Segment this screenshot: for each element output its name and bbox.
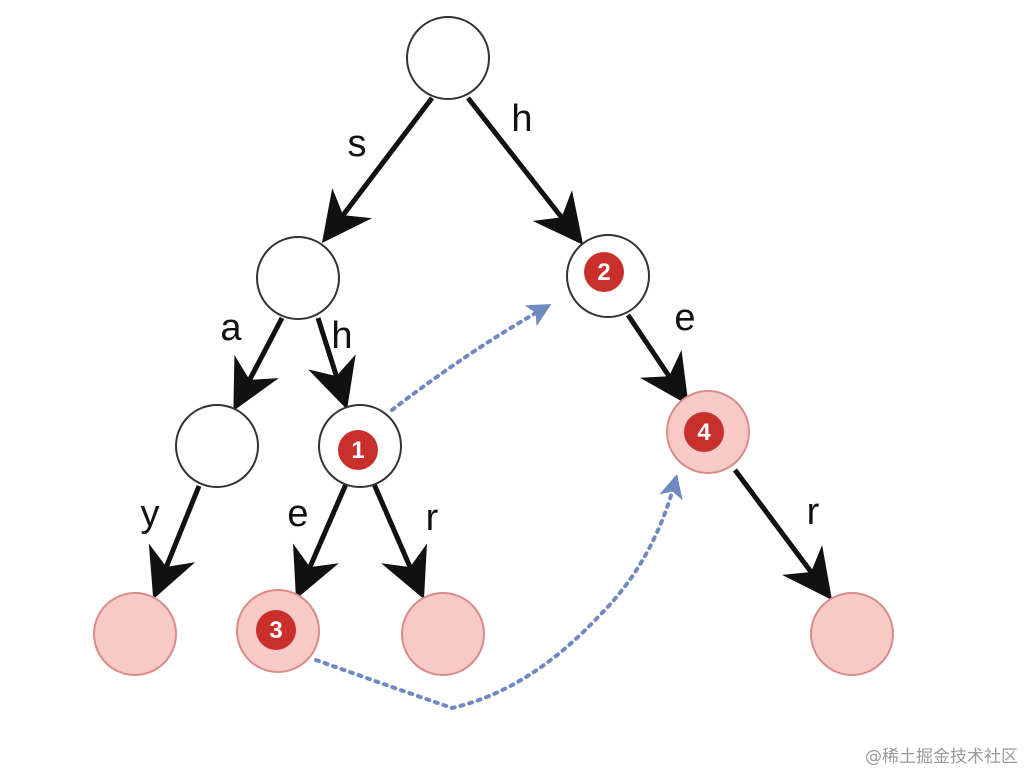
node-s bbox=[256, 236, 340, 320]
edge-label-root-h: h bbox=[511, 98, 532, 140]
edge-label-he-r: r bbox=[807, 491, 820, 533]
edge-root-h bbox=[466, 96, 584, 245]
edge-labels: s h a h y e r e r bbox=[141, 98, 820, 539]
tree-edges bbox=[148, 96, 832, 601]
edge-root-s bbox=[321, 96, 434, 243]
node-her bbox=[810, 592, 894, 676]
edge-sh-e bbox=[292, 483, 349, 600]
edge-sh-r bbox=[371, 483, 428, 600]
badge-2-label: 2 bbox=[597, 259, 610, 286]
badge-3-label: 3 bbox=[269, 617, 282, 644]
node-say bbox=[93, 592, 177, 676]
watermark-text: @稀土掘金技术社区 bbox=[865, 747, 1018, 767]
failure-links bbox=[314, 304, 683, 711]
edge-label-sh-e: e bbox=[287, 493, 308, 535]
edge-label-root-s: s bbox=[348, 123, 367, 165]
badges: 1 2 3 4 bbox=[256, 252, 724, 650]
edge-label-h-e: e bbox=[674, 297, 695, 339]
node-shr bbox=[401, 592, 485, 676]
edge-he-r bbox=[732, 468, 832, 601]
edge-sa-y bbox=[148, 485, 202, 600]
node-root bbox=[406, 16, 490, 100]
badge-1: 1 bbox=[338, 430, 378, 470]
badge-4-label: 4 bbox=[697, 419, 711, 446]
edge-h-e bbox=[625, 313, 689, 406]
badge-2: 2 bbox=[584, 252, 624, 292]
edge-s-a bbox=[233, 316, 285, 411]
edge-s-h bbox=[308, 317, 356, 410]
edge-label-s-h: h bbox=[331, 315, 352, 357]
fail-link-sh-to-h bbox=[390, 304, 552, 412]
badge-1-label: 1 bbox=[351, 437, 364, 464]
badge-4: 4 bbox=[684, 412, 724, 452]
edge-label-sa-y: y bbox=[141, 493, 160, 535]
badge-3: 3 bbox=[256, 610, 296, 650]
edge-label-s-a: a bbox=[220, 307, 242, 349]
nodes bbox=[93, 16, 894, 676]
node-sa bbox=[175, 404, 259, 488]
edge-label-sh-r: r bbox=[426, 497, 439, 539]
fail-link-she-to-he bbox=[314, 474, 683, 711]
